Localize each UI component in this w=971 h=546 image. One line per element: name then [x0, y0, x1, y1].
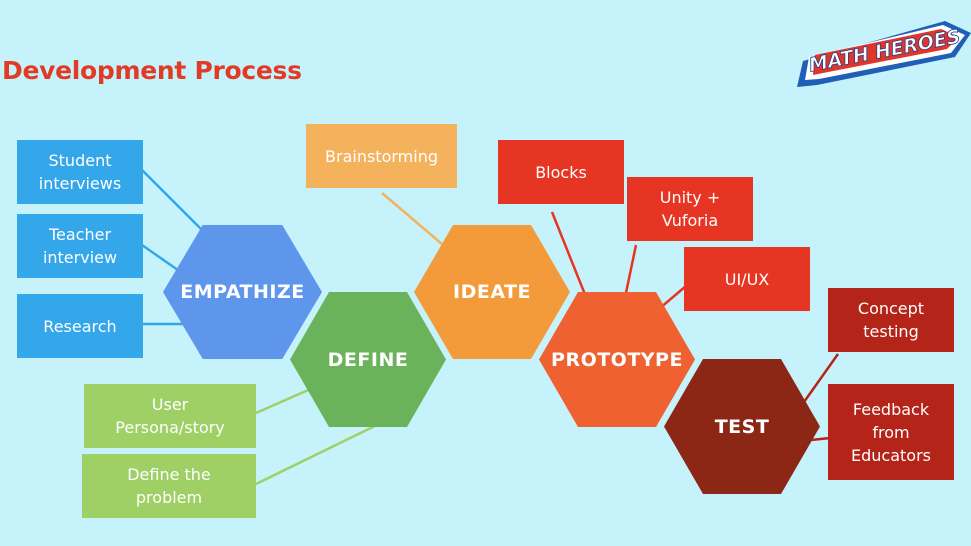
empathize-item-teacher-interview: Teacher interview	[17, 214, 143, 278]
define-item-define-problem: Define the problem	[82, 454, 256, 518]
stage-test-label: TEST	[714, 415, 770, 438]
stage-prototype-label: PROTOTYPE	[551, 348, 683, 371]
empathize-item-research: Research	[17, 294, 143, 358]
stage-define: DEFINE	[290, 292, 446, 427]
empathize-item-student-interviews: Student interviews	[17, 140, 143, 204]
stage-define-label: DEFINE	[327, 348, 409, 371]
prototype-item-unity-vuforia: Unity + Vuforia	[627, 177, 753, 241]
define-item-user-persona: User Persona/story	[84, 384, 256, 448]
stage-test: TEST	[664, 359, 820, 494]
ideate-item-brainstorming: Brainstorming	[306, 124, 457, 188]
prototype-item-blocks: Blocks	[498, 140, 624, 204]
math-heroes-logo: MATH HEROES	[797, 21, 971, 87]
prototype-item-ui-ux: UI/UX	[684, 247, 810, 311]
stage-empathize-label: EMPATHIZE	[180, 281, 305, 303]
page-title: Development Process	[2, 56, 302, 85]
stage-ideate-label: IDEATE	[453, 281, 531, 303]
link-concept-testing	[802, 353, 840, 403]
test-item-feedback: Feedback from Educators	[828, 384, 954, 480]
test-item-concept-testing: Concept testing	[828, 288, 954, 352]
link-define-problem	[255, 419, 386, 486]
stage-prototype: PROTOTYPE	[539, 292, 695, 427]
link-student-interviews	[141, 169, 213, 241]
